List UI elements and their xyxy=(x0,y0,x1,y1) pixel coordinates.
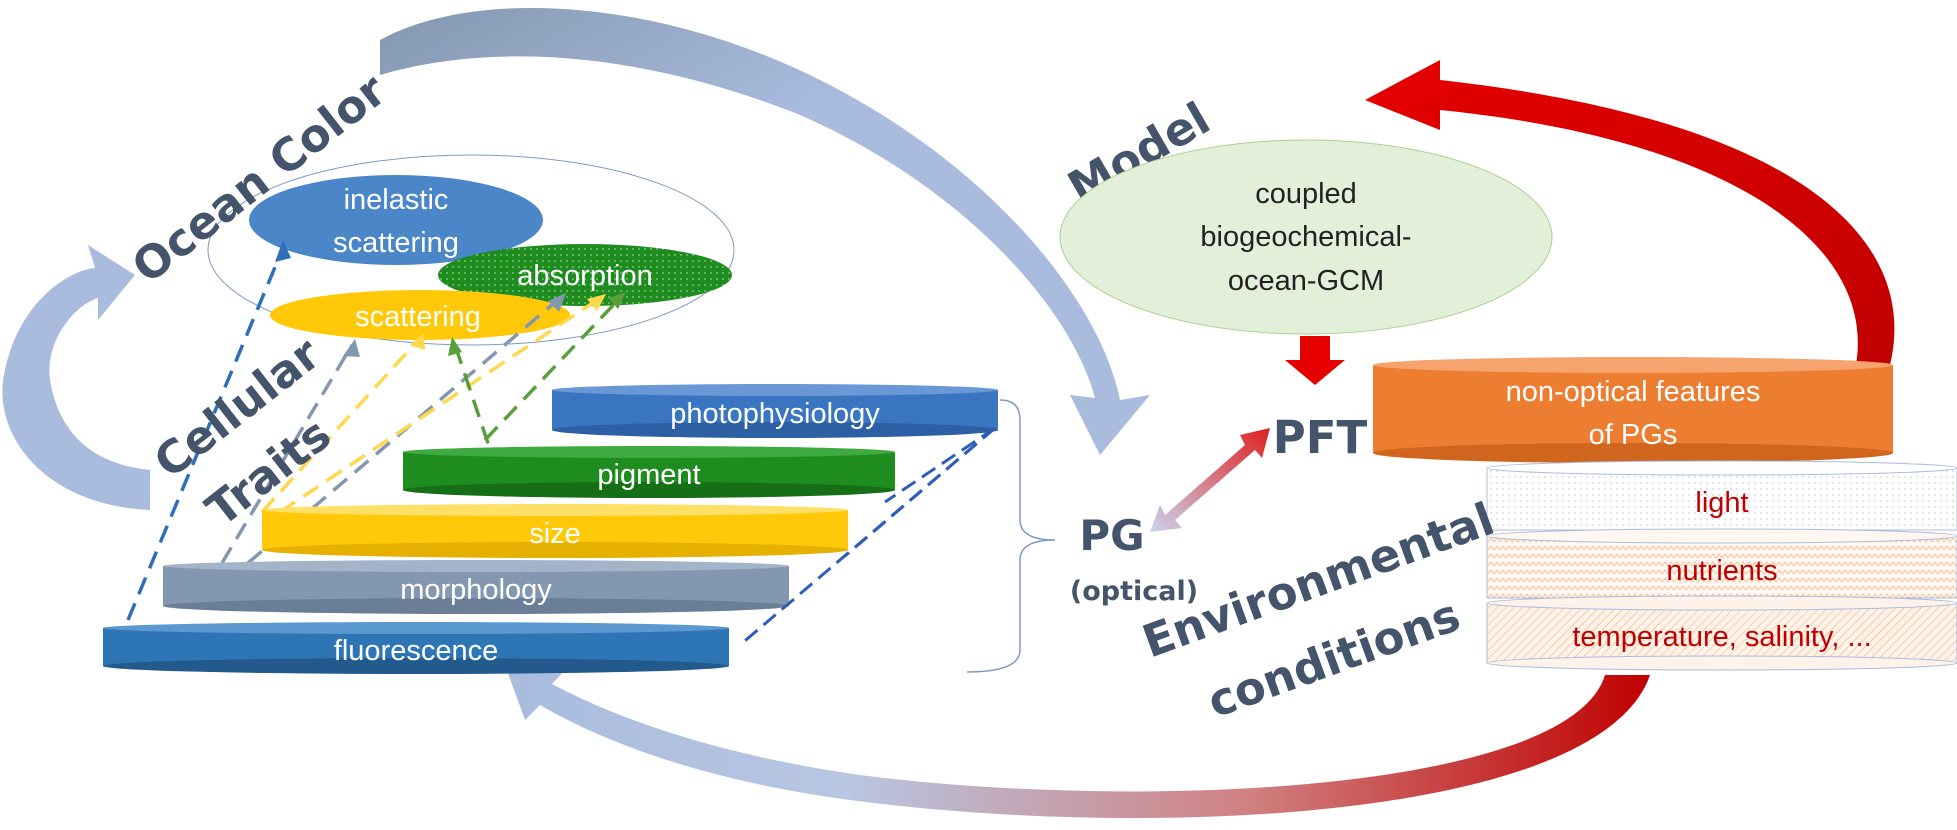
connection-arrowheads xyxy=(275,240,626,357)
size-label: size xyxy=(529,518,581,550)
temperature-disc: temperature, salinity, ... xyxy=(1486,595,1957,671)
light-disc: light xyxy=(1486,460,1957,531)
pft-label: PFT xyxy=(1273,411,1368,464)
traits-brace xyxy=(966,399,1056,673)
photophysiology-disc: photophysiology xyxy=(552,384,998,438)
model-label-line2: biogeochemical- xyxy=(1200,221,1411,253)
scattering-label: scattering xyxy=(355,301,481,333)
pigment-label: pigment xyxy=(597,459,700,491)
model-label-line1: coupled xyxy=(1255,178,1357,210)
light-label: light xyxy=(1695,487,1748,519)
model-ellipse xyxy=(1059,139,1553,335)
non-optical-features-disc: non-optical features of PGs xyxy=(1373,357,1893,463)
pg-label: PG xyxy=(1079,511,1144,560)
scattering-ellipse xyxy=(270,290,570,340)
pg-pft-double-arrow xyxy=(1150,428,1270,532)
environment-to-model-red-arrow xyxy=(1365,60,1895,370)
non-optical-label-line1: non-optical features xyxy=(1506,376,1761,408)
size-disc: size xyxy=(262,504,848,558)
inelastic-label-line2: scattering xyxy=(333,227,459,259)
inelastic-label-line1: inelastic xyxy=(344,184,449,216)
non-optical-label-line2: of PGs xyxy=(1589,419,1678,451)
environment-to-traits-bottom-arrow xyxy=(505,665,1650,819)
morphology-label: morphology xyxy=(400,574,552,606)
ocean-color-to-pg-arrow xyxy=(380,7,1150,455)
nutrients-label: nutrients xyxy=(1666,555,1777,587)
fluorescence-disc: fluorescence xyxy=(103,622,729,674)
model-label-line3: ocean-GCM xyxy=(1228,265,1384,297)
model-to-pft-arrow xyxy=(1285,336,1345,385)
fluorescence-label: fluorescence xyxy=(334,635,498,667)
pigment-disc: pigment xyxy=(403,446,895,498)
nutrients-disc: nutrients xyxy=(1486,528,1957,599)
morphology-disc: morphology xyxy=(163,560,789,614)
inelastic-scattering-ellipse xyxy=(249,175,543,265)
discs-right-connections xyxy=(739,426,996,647)
traits-to-ocean-color-loop-arrow xyxy=(2,245,150,510)
temperature-label: temperature, salinity, ... xyxy=(1572,621,1871,653)
absorption-label: absorption xyxy=(517,260,652,292)
photophysiology-label: photophysiology xyxy=(670,398,880,430)
pg-optical-label: (optical) xyxy=(1070,576,1198,607)
absorption-ellipse xyxy=(438,244,732,306)
